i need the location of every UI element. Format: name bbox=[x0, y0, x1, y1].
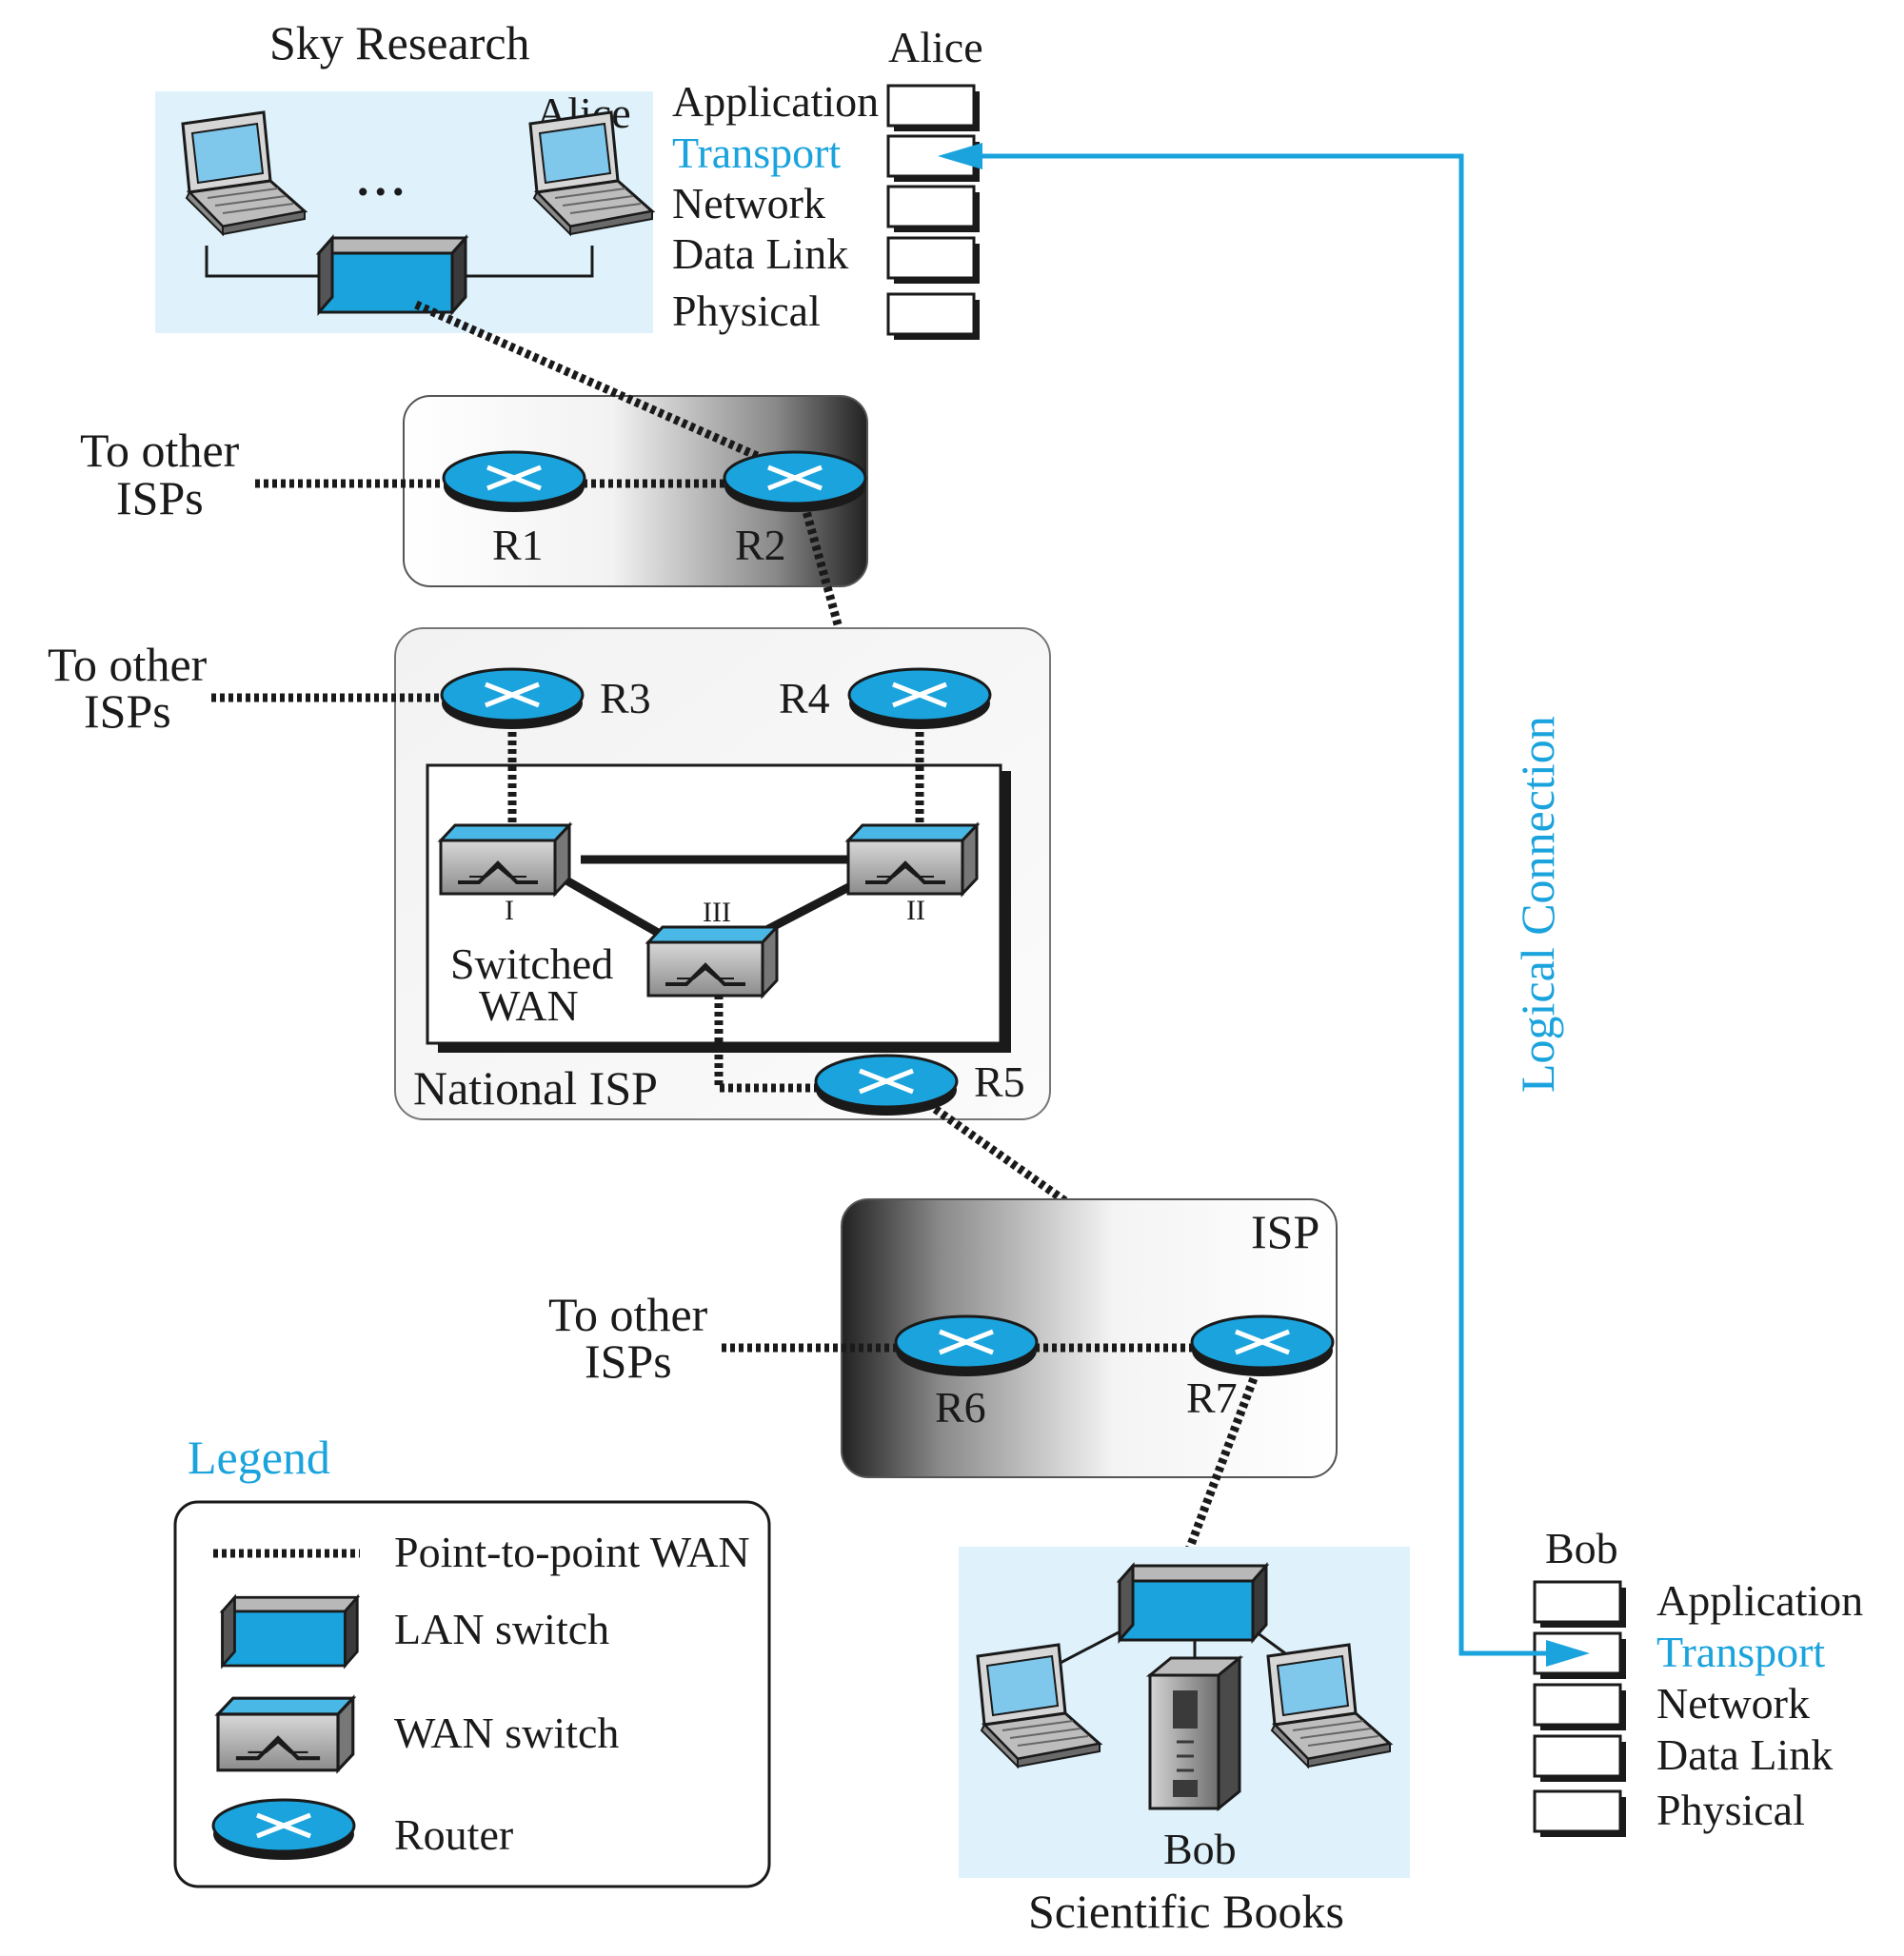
logical-connection-arrow-bob bbox=[1546, 1640, 1590, 1667]
bob-layer-stack bbox=[1533, 1580, 1628, 1839]
wan-switch-iii-label: III bbox=[703, 897, 731, 928]
regional-isp-bottom-box bbox=[841, 1198, 1338, 1478]
router-r4-label: R4 bbox=[779, 674, 830, 722]
wan-switch-ii-icon bbox=[846, 823, 979, 896]
lan-switch-icon bbox=[1118, 1564, 1268, 1642]
alice-layer-network-box bbox=[886, 185, 982, 234]
legend-label-point-to-point-wan: Point-to-point WAN bbox=[394, 1528, 750, 1576]
national-external-label-line2: ISPs bbox=[84, 684, 171, 738]
lan-switch-icon bbox=[317, 236, 467, 314]
logical-connection-arrow-alice bbox=[938, 143, 982, 169]
bob-server-icon bbox=[1145, 1654, 1244, 1812]
alice-layer-transport: Transport bbox=[672, 128, 841, 177]
bob-layer-datalink-box bbox=[1533, 1734, 1628, 1784]
bob-layer-physical-box bbox=[1533, 1789, 1628, 1839]
top-external-label-line1: To other bbox=[80, 424, 240, 477]
alice-layer-stack bbox=[886, 84, 982, 342]
router-r6-label: R6 bbox=[935, 1383, 986, 1432]
router-r7-label: R7 bbox=[1186, 1373, 1238, 1422]
logical-connection-label: Logical Connection bbox=[1511, 716, 1564, 1093]
alice-layer-datalink: Data Link bbox=[672, 229, 848, 278]
lan-cable-left bbox=[205, 246, 324, 278]
bob-layer-network: Network bbox=[1656, 1679, 1810, 1728]
wan-switch-icon bbox=[218, 1698, 353, 1770]
legend-label-router: Router bbox=[394, 1810, 513, 1859]
router-r1-label: R1 bbox=[492, 521, 544, 569]
scientific-books-title: Scientific Books bbox=[1028, 1885, 1344, 1938]
alice-layer-application: Application bbox=[672, 77, 879, 126]
router-r7-icon bbox=[1192, 1316, 1333, 1376]
wan-switch-i-icon bbox=[439, 823, 571, 896]
bob-layer-datalink: Data Link bbox=[1656, 1730, 1833, 1779]
switched-wan-label-line1: Switched bbox=[450, 939, 613, 988]
logical-connection-line bbox=[981, 153, 1580, 1656]
router-r5-icon bbox=[816, 1056, 957, 1116]
wan-switch-i-label: I bbox=[505, 895, 514, 926]
lan-switch-icon bbox=[221, 1595, 359, 1668]
bottom-isp-label: ISP bbox=[1251, 1205, 1319, 1258]
alice-layer-physical-box bbox=[886, 292, 982, 342]
top-external-label-line2: ISPs bbox=[116, 471, 204, 524]
alice-layer-application-box bbox=[886, 84, 982, 133]
router-r3-icon bbox=[442, 669, 583, 729]
regional-isp-top-box bbox=[403, 395, 868, 587]
bob-layer-application-box bbox=[1533, 1580, 1628, 1630]
router-r2-label: R2 bbox=[735, 521, 786, 569]
sky-research-title: Sky Research bbox=[269, 16, 530, 69]
wan-switch-iii-icon bbox=[646, 925, 779, 998]
alice-layer-datalink-box bbox=[886, 236, 982, 286]
national-external-label-line1: To other bbox=[48, 638, 208, 691]
bob-layer-physical: Physical bbox=[1656, 1786, 1805, 1834]
legend-label-wan-switch: WAN switch bbox=[394, 1709, 619, 1757]
router-r3-label: R3 bbox=[600, 674, 651, 722]
bob-host-label: Bob bbox=[1163, 1825, 1237, 1873]
national-isp-label: National ISP bbox=[413, 1061, 658, 1115]
wan-switch-ii-label: II bbox=[906, 895, 925, 926]
alice-layer-network: Network bbox=[672, 179, 825, 227]
bob-layer-transport: Transport bbox=[1656, 1628, 1825, 1676]
alice-stack-title: Alice bbox=[888, 23, 983, 71]
router-icon bbox=[213, 1800, 354, 1860]
bob-stack-title: Bob bbox=[1545, 1524, 1618, 1572]
legend-label-lan-switch: LAN switch bbox=[394, 1605, 609, 1653]
router-r6-icon bbox=[896, 1316, 1037, 1376]
bottom-external-label-line1: To other bbox=[548, 1288, 708, 1341]
router-r4-icon bbox=[849, 669, 990, 729]
lan-cable-right bbox=[457, 246, 594, 278]
lan-r2-link bbox=[414, 300, 783, 471]
router-r1-icon bbox=[444, 452, 585, 512]
switch-i-iii-link bbox=[564, 877, 669, 941]
router-r2-icon bbox=[724, 452, 865, 512]
alice-layer-physical: Physical bbox=[672, 286, 821, 335]
bob-layer-network-box bbox=[1533, 1683, 1628, 1732]
more-hosts-ellipsis: ... bbox=[357, 152, 410, 206]
bottom-external-label-line2: ISPs bbox=[585, 1334, 672, 1388]
legend-title: Legend bbox=[188, 1431, 330, 1484]
switched-wan-label-line2: WAN bbox=[479, 981, 579, 1030]
r7-lan-link bbox=[1176, 1369, 1261, 1574]
router-r5-label: R5 bbox=[974, 1057, 1025, 1106]
bob-layer-application: Application bbox=[1656, 1576, 1863, 1625]
